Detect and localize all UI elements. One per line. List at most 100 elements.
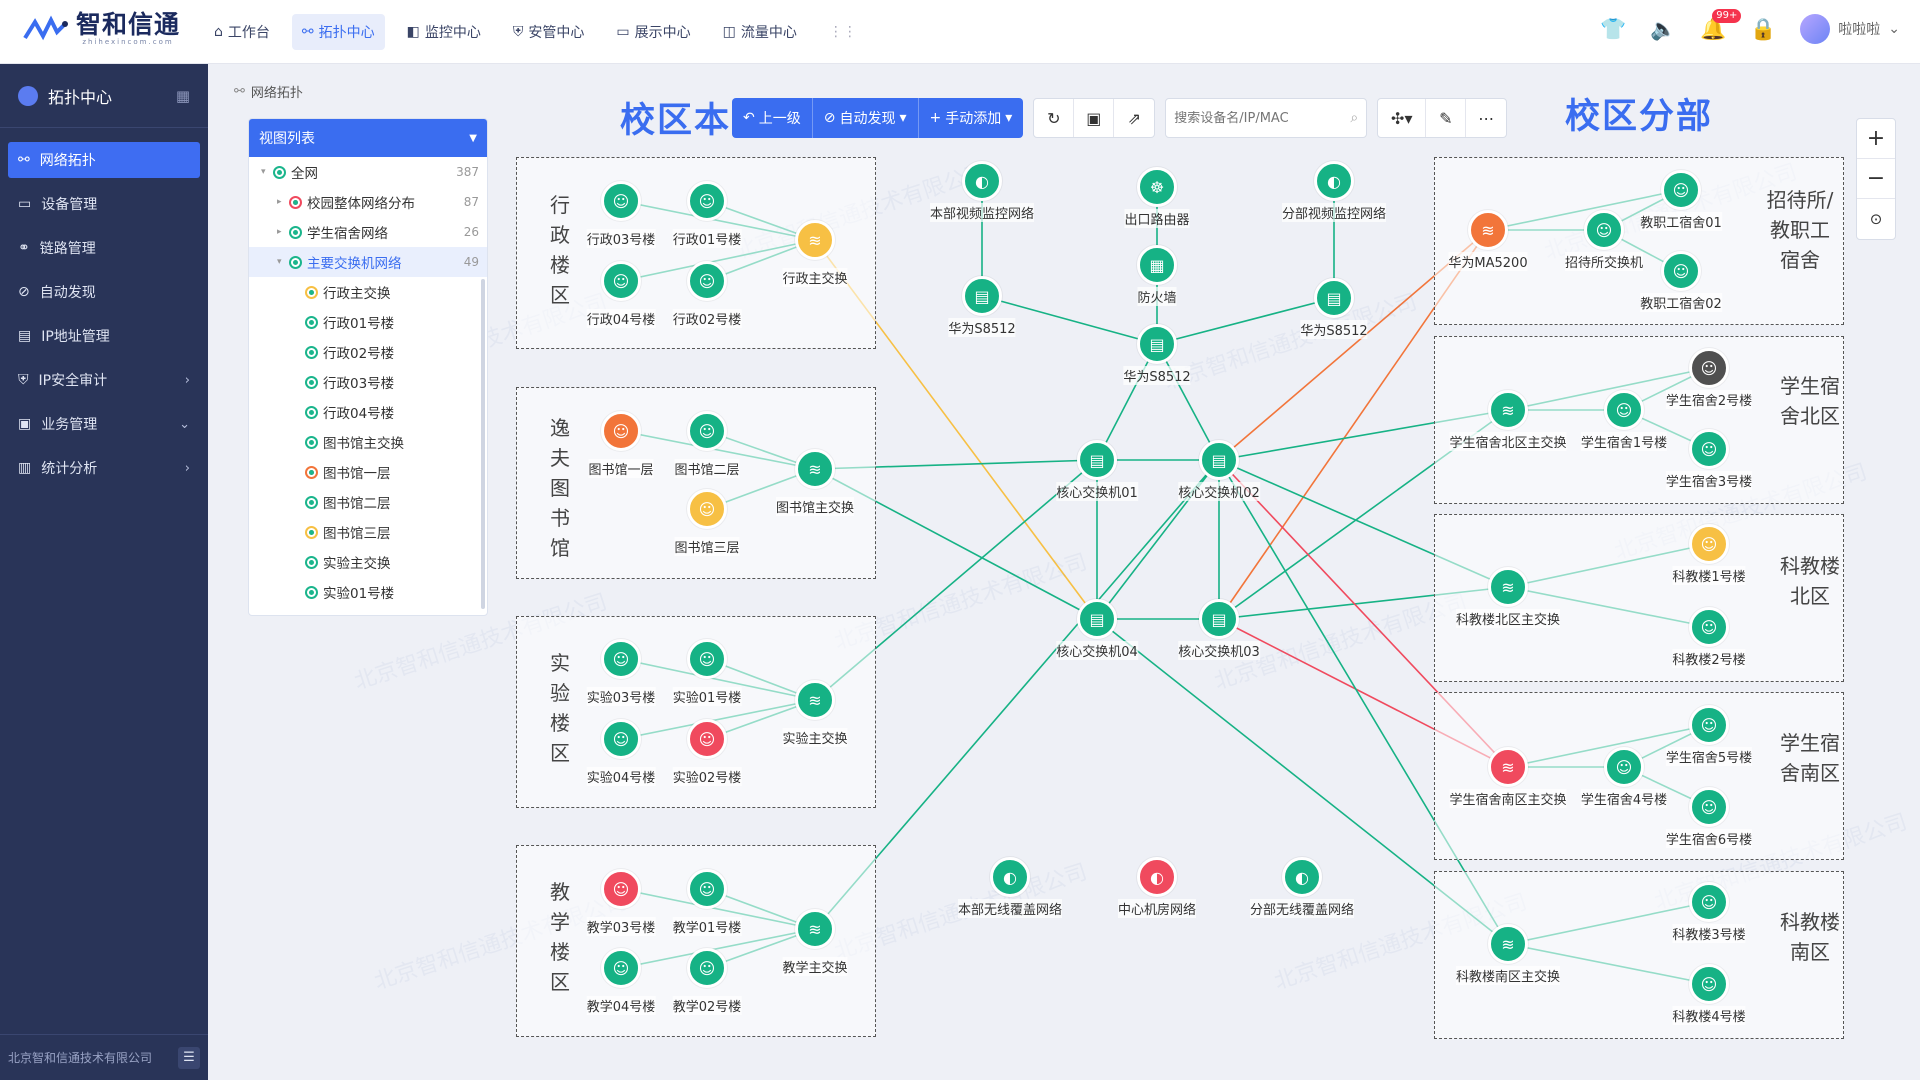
grid-icon[interactable]: ▦ (175, 86, 190, 105)
node-s2[interactable]: ☺ (1689, 607, 1729, 647)
node-l3[interactable]: ☺ (687, 489, 727, 529)
sidebar-item-1[interactable]: ▭设备管理 (8, 186, 200, 222)
tree-row[interactable]: 行政主交换 (249, 277, 487, 307)
node-s1[interactable]: ☺ (1689, 524, 1729, 564)
tree-row[interactable]: 行政03号楼 (249, 367, 487, 397)
sidebar-item-0[interactable]: ⚯网络拓扑 (8, 142, 200, 178)
node-ss[interactable]: ≋ (1488, 924, 1528, 964)
link-hwc-hw2[interactable] (1156, 297, 1335, 345)
more-apps-icon[interactable]: ⋮⋮ (828, 24, 857, 40)
node-lsw[interactable]: ≋ (795, 449, 835, 489)
tree-row[interactable]: 实验01号楼 (249, 577, 487, 607)
auto-discover-button[interactable]: ⊘自动发现▾ (813, 98, 919, 138)
sidebar-item-6[interactable]: ▣业务管理⌄ (8, 406, 200, 442)
node-d3[interactable]: ☺ (1689, 429, 1729, 469)
node-t2[interactable]: ☺ (687, 948, 727, 988)
node-e2[interactable]: ☺ (687, 719, 727, 759)
tree-caret-icon[interactable]: ▾ (277, 257, 282, 267)
node-c2[interactable]: ▤ (1199, 440, 1239, 480)
node-a3[interactable]: ☺ (601, 181, 641, 221)
tree-caret-icon[interactable]: ▸ (277, 227, 282, 237)
manual-add-button[interactable]: +手动添加▾ (919, 98, 1024, 138)
node-c3[interactable]: ▤ (1199, 599, 1239, 639)
tree-row[interactable]: 图书馆二层 (249, 487, 487, 517)
user-menu[interactable]: 啦啦啦 ⌄ (1800, 14, 1900, 44)
zoom-in-button[interactable]: + (1857, 119, 1895, 159)
topology-canvas[interactable]: 北京智和信通技术有限公司北京智和信通技术有限公司北京智和信通技术有限公司北京智和… (208, 64, 1920, 1080)
node-hw2[interactable]: ▤ (1314, 278, 1354, 318)
node-e3[interactable]: ☺ (601, 639, 641, 679)
topnav-item-2[interactable]: ◧监控中心 (397, 14, 491, 50)
node-sn[interactable]: ≋ (1488, 567, 1528, 607)
tree-row[interactable]: 行政02号楼 (249, 337, 487, 367)
edit-button[interactable]: ✎ (1426, 99, 1467, 137)
export-button[interactable]: ⇗ (1114, 99, 1154, 137)
up-level-button[interactable]: ↶上一级 (732, 98, 813, 138)
sidebar-item-5[interactable]: ⛨IP安全审计› (8, 362, 200, 398)
node-esw[interactable]: ≋ (795, 680, 835, 720)
node-e4[interactable]: ☺ (601, 719, 641, 759)
node-st2[interactable]: ☺ (1661, 251, 1701, 291)
link-hwc-c2[interactable] (1156, 343, 1220, 461)
node-s4[interactable]: ☺ (1689, 964, 1729, 1004)
tree-row[interactable]: 图书馆一层 (249, 457, 487, 487)
link-hwc-c1[interactable] (1096, 343, 1158, 461)
node-t1[interactable]: ☺ (687, 869, 727, 909)
sidebar-item-2[interactable]: ⚭链路管理 (8, 230, 200, 266)
node-c1[interactable]: ▤ (1077, 440, 1117, 480)
node-exit[interactable]: ☸ (1137, 167, 1177, 207)
topnav-item-0[interactable]: ⌂工作台 (204, 14, 280, 50)
tree-row[interactable]: 图书馆三层 (249, 517, 487, 547)
sidebar-item-4[interactable]: ▤IP地址管理 (8, 318, 200, 354)
node-d1[interactable]: ☺ (1604, 390, 1644, 430)
tree-caret-icon[interactable]: ▸ (277, 197, 282, 207)
node-c4[interactable]: ▤ (1077, 599, 1117, 639)
bell-icon[interactable]: 🔔99+ (1700, 8, 1742, 42)
node-dn[interactable]: ≋ (1488, 390, 1528, 430)
view-list-header[interactable]: 视图列表 ▼ (249, 119, 487, 157)
node-s3[interactable]: ☺ (1689, 882, 1729, 922)
node-fw[interactable]: ▦ (1137, 245, 1177, 285)
node-ds[interactable]: ≋ (1488, 747, 1528, 787)
topnav-item-5[interactable]: ◫流量中心 (713, 14, 807, 50)
link-hw1-hwc[interactable] (981, 295, 1158, 345)
tree-scrollbar[interactable] (481, 279, 485, 609)
search-icon[interactable]: ⌕ (1350, 110, 1359, 126)
link-c2-ss[interactable] (1218, 459, 1509, 945)
tree-row[interactable]: 行政01号楼 (249, 307, 487, 337)
tree-caret-icon[interactable]: ▾ (261, 167, 266, 177)
topnav-item-4[interactable]: ▭展示中心 (606, 14, 700, 50)
node-t3[interactable]: ☺ (601, 869, 641, 909)
node-t4[interactable]: ☺ (601, 948, 641, 988)
save-button[interactable]: ▣ (1074, 99, 1115, 137)
node-l2[interactable]: ☺ (687, 411, 727, 451)
volume-icon[interactable]: 🔈 (1650, 16, 1677, 41)
zoom-out-button[interactable]: − (1857, 159, 1895, 199)
node-st1[interactable]: ☺ (1661, 170, 1701, 210)
node-wl1[interactable]: ◐ (990, 857, 1030, 897)
node-asw[interactable]: ≋ (795, 220, 835, 260)
node-ma[interactable]: ≋ (1468, 210, 1508, 250)
link-tsw-c2[interactable] (814, 459, 1220, 930)
lock-icon[interactable]: 🔒 (1750, 16, 1777, 41)
topnav-item-1[interactable]: ⚯拓扑中心 (291, 14, 385, 50)
app-logo[interactable]: 智和信通 zhihexincom.com (22, 12, 180, 47)
zone-sciN[interactable] (1434, 514, 1844, 682)
node-hwc[interactable]: ▤ (1137, 324, 1177, 364)
node-tsw[interactable]: ≋ (795, 909, 835, 949)
refresh-button[interactable]: ↻ (1034, 99, 1075, 137)
tree-row[interactable]: 实验主交换 (249, 547, 487, 577)
node-e1[interactable]: ☺ (687, 639, 727, 679)
node-zsw[interactable]: ☺ (1584, 210, 1624, 250)
node-dc[interactable]: ◐ (1137, 857, 1177, 897)
search-input[interactable] (1174, 110, 1351, 126)
node-hw1[interactable]: ▤ (962, 276, 1002, 316)
node-wl2[interactable]: ◐ (1282, 857, 1322, 897)
node-vid1[interactable]: ◐ (962, 161, 1002, 201)
tree-row[interactable]: 图书馆主交换 (249, 427, 487, 457)
topnav-item-3[interactable]: ⛨安管中心 (503, 14, 595, 50)
more-button[interactable]: ⋯ (1466, 99, 1506, 137)
